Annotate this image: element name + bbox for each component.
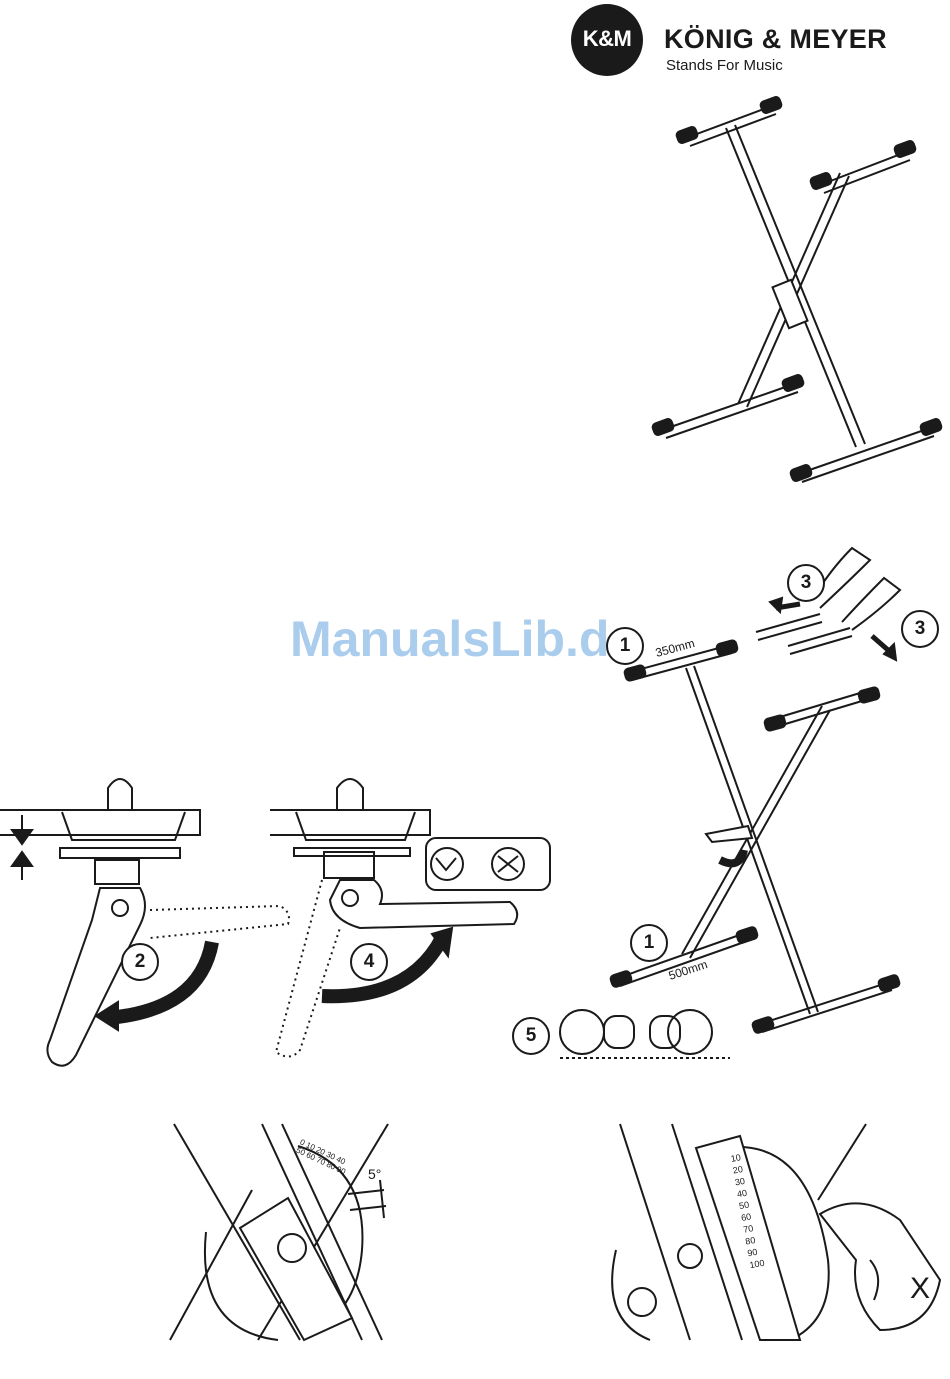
detail-mark-x: X <box>910 1272 930 1306</box>
